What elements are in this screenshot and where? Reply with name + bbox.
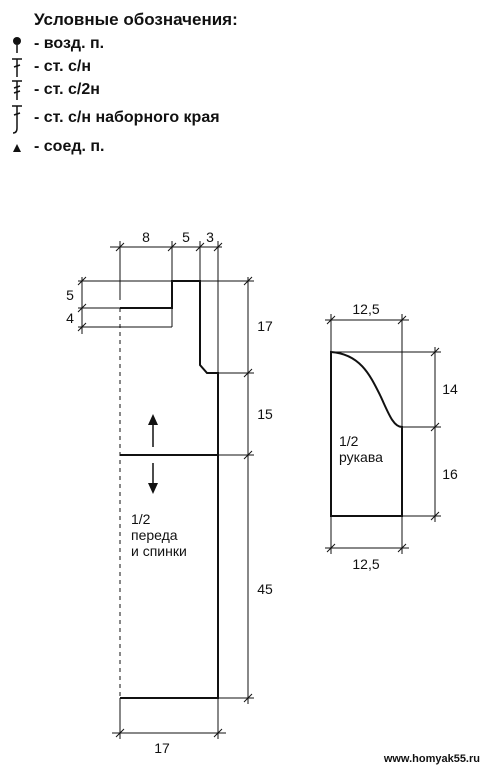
body-dim-left-1: 5: [66, 287, 74, 303]
legend-item-double-crochet: - ст. с/н: [10, 55, 238, 78]
body-label-line3: и спинки: [131, 543, 187, 559]
slip-stitch-icon: [13, 144, 21, 152]
body-label-line2: переда: [131, 527, 178, 543]
sleeve-right-dimension: [331, 347, 441, 522]
foundation-double-crochet-icon: [12, 105, 22, 134]
legend-item-foundation: - ст. с/н наборного края: [10, 101, 238, 135]
body-label-line1: 1/2: [131, 511, 151, 527]
body-dim-top-3: 3: [206, 229, 214, 245]
body-dim-top-1: 8: [142, 229, 150, 245]
sleeve-dim-top: 12,5: [352, 301, 379, 317]
watermark: www.homyak55.ru: [383, 753, 480, 765]
body-right-dimension: [200, 276, 254, 704]
double-crochet-icon: [12, 58, 22, 77]
body-dim-right-3: 45: [257, 581, 273, 597]
legend-item-label: - ст. с/н: [34, 58, 91, 75]
sleeve-bottom-dimension: [325, 516, 409, 554]
arrow-up-icon: [148, 414, 158, 425]
legend-item-label: - возд. п.: [34, 35, 105, 52]
legend-item-label: - ст. с/2н: [34, 81, 100, 98]
body-dim-right-1: 17: [257, 318, 273, 334]
legend-title: Условные обозначения:: [34, 10, 238, 29]
body-left-dimension: [77, 276, 173, 334]
legend-item-chain: - возд. п.: [10, 32, 238, 55]
legend-item-label: - соед. п.: [34, 138, 105, 155]
sleeve-label-line1: 1/2: [339, 433, 359, 449]
body-dim-top-2: 5: [182, 229, 190, 245]
legend: Условные обозначения: - возд. п. - ст. с…: [10, 8, 238, 158]
sleeve-dim-right-1: 14: [442, 381, 458, 397]
body-dim-left-2: 4: [66, 310, 74, 326]
body-outline: [120, 280, 219, 699]
legend-item-half-double: - ст. с/2н: [10, 78, 238, 101]
body-top-dimension: [110, 241, 223, 373]
legend-item-slip: - соед. п.: [10, 135, 238, 158]
arrow-down-icon: [148, 483, 158, 494]
sleeve-label-line2: рукава: [339, 449, 383, 465]
body-bottom-dimension: [112, 698, 226, 739]
legend-item-label: - ст. с/н наборного края: [34, 109, 220, 126]
sleeve-top-dimension: [325, 314, 409, 427]
body-dim-right-2: 15: [257, 406, 273, 422]
chain-stitch-icon: [13, 37, 21, 53]
body-dim-bottom: 17: [154, 740, 170, 756]
sleeve-dim-bottom: 12,5: [352, 556, 379, 572]
half-double-crochet-icon: [12, 80, 22, 100]
sleeve-dim-right-2: 16: [442, 466, 458, 482]
